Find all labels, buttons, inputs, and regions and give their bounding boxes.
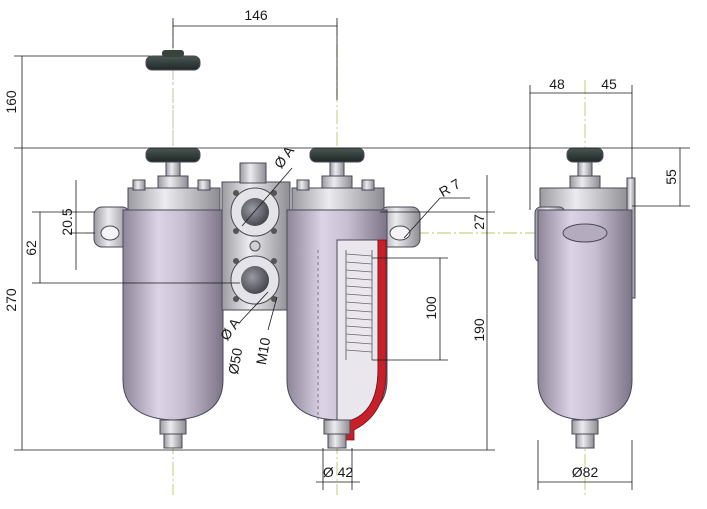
dim-190: 190 [471, 318, 487, 342]
middle-filter-cutaway [286, 147, 421, 449]
dim-20-5: 20.5 [59, 208, 75, 235]
dim-27: 27 [471, 214, 487, 230]
dim-100: 100 [423, 296, 439, 320]
dim-m10: M10 [253, 336, 274, 366]
dim-r7: R 7 [436, 175, 463, 200]
dim-42: Ø 42 [323, 464, 354, 480]
dim-270: 270 [3, 288, 19, 312]
center-manifold [221, 162, 291, 311]
side-view-filter [534, 147, 636, 449]
dim-55: 55 [663, 169, 679, 185]
dim-146: 146 [244, 7, 268, 23]
dim-160: 160 [3, 90, 19, 114]
dimension-lines [14, 18, 690, 490]
spring-coils [345, 253, 373, 353]
dim-48: 48 [549, 76, 565, 92]
dim-50: Ø50 [225, 347, 245, 376]
dimension-labels: 146 160 270 62 20.5 Ø A R 7 27 190 100 Ø… [3, 7, 679, 480]
left-filter [93, 50, 224, 449]
dim-62: 62 [23, 240, 39, 256]
dim-45: 45 [601, 76, 617, 92]
dim-82: Ø82 [572, 464, 599, 480]
dim-oa-top: Ø A [271, 142, 298, 171]
raised-knob [145, 50, 201, 148]
